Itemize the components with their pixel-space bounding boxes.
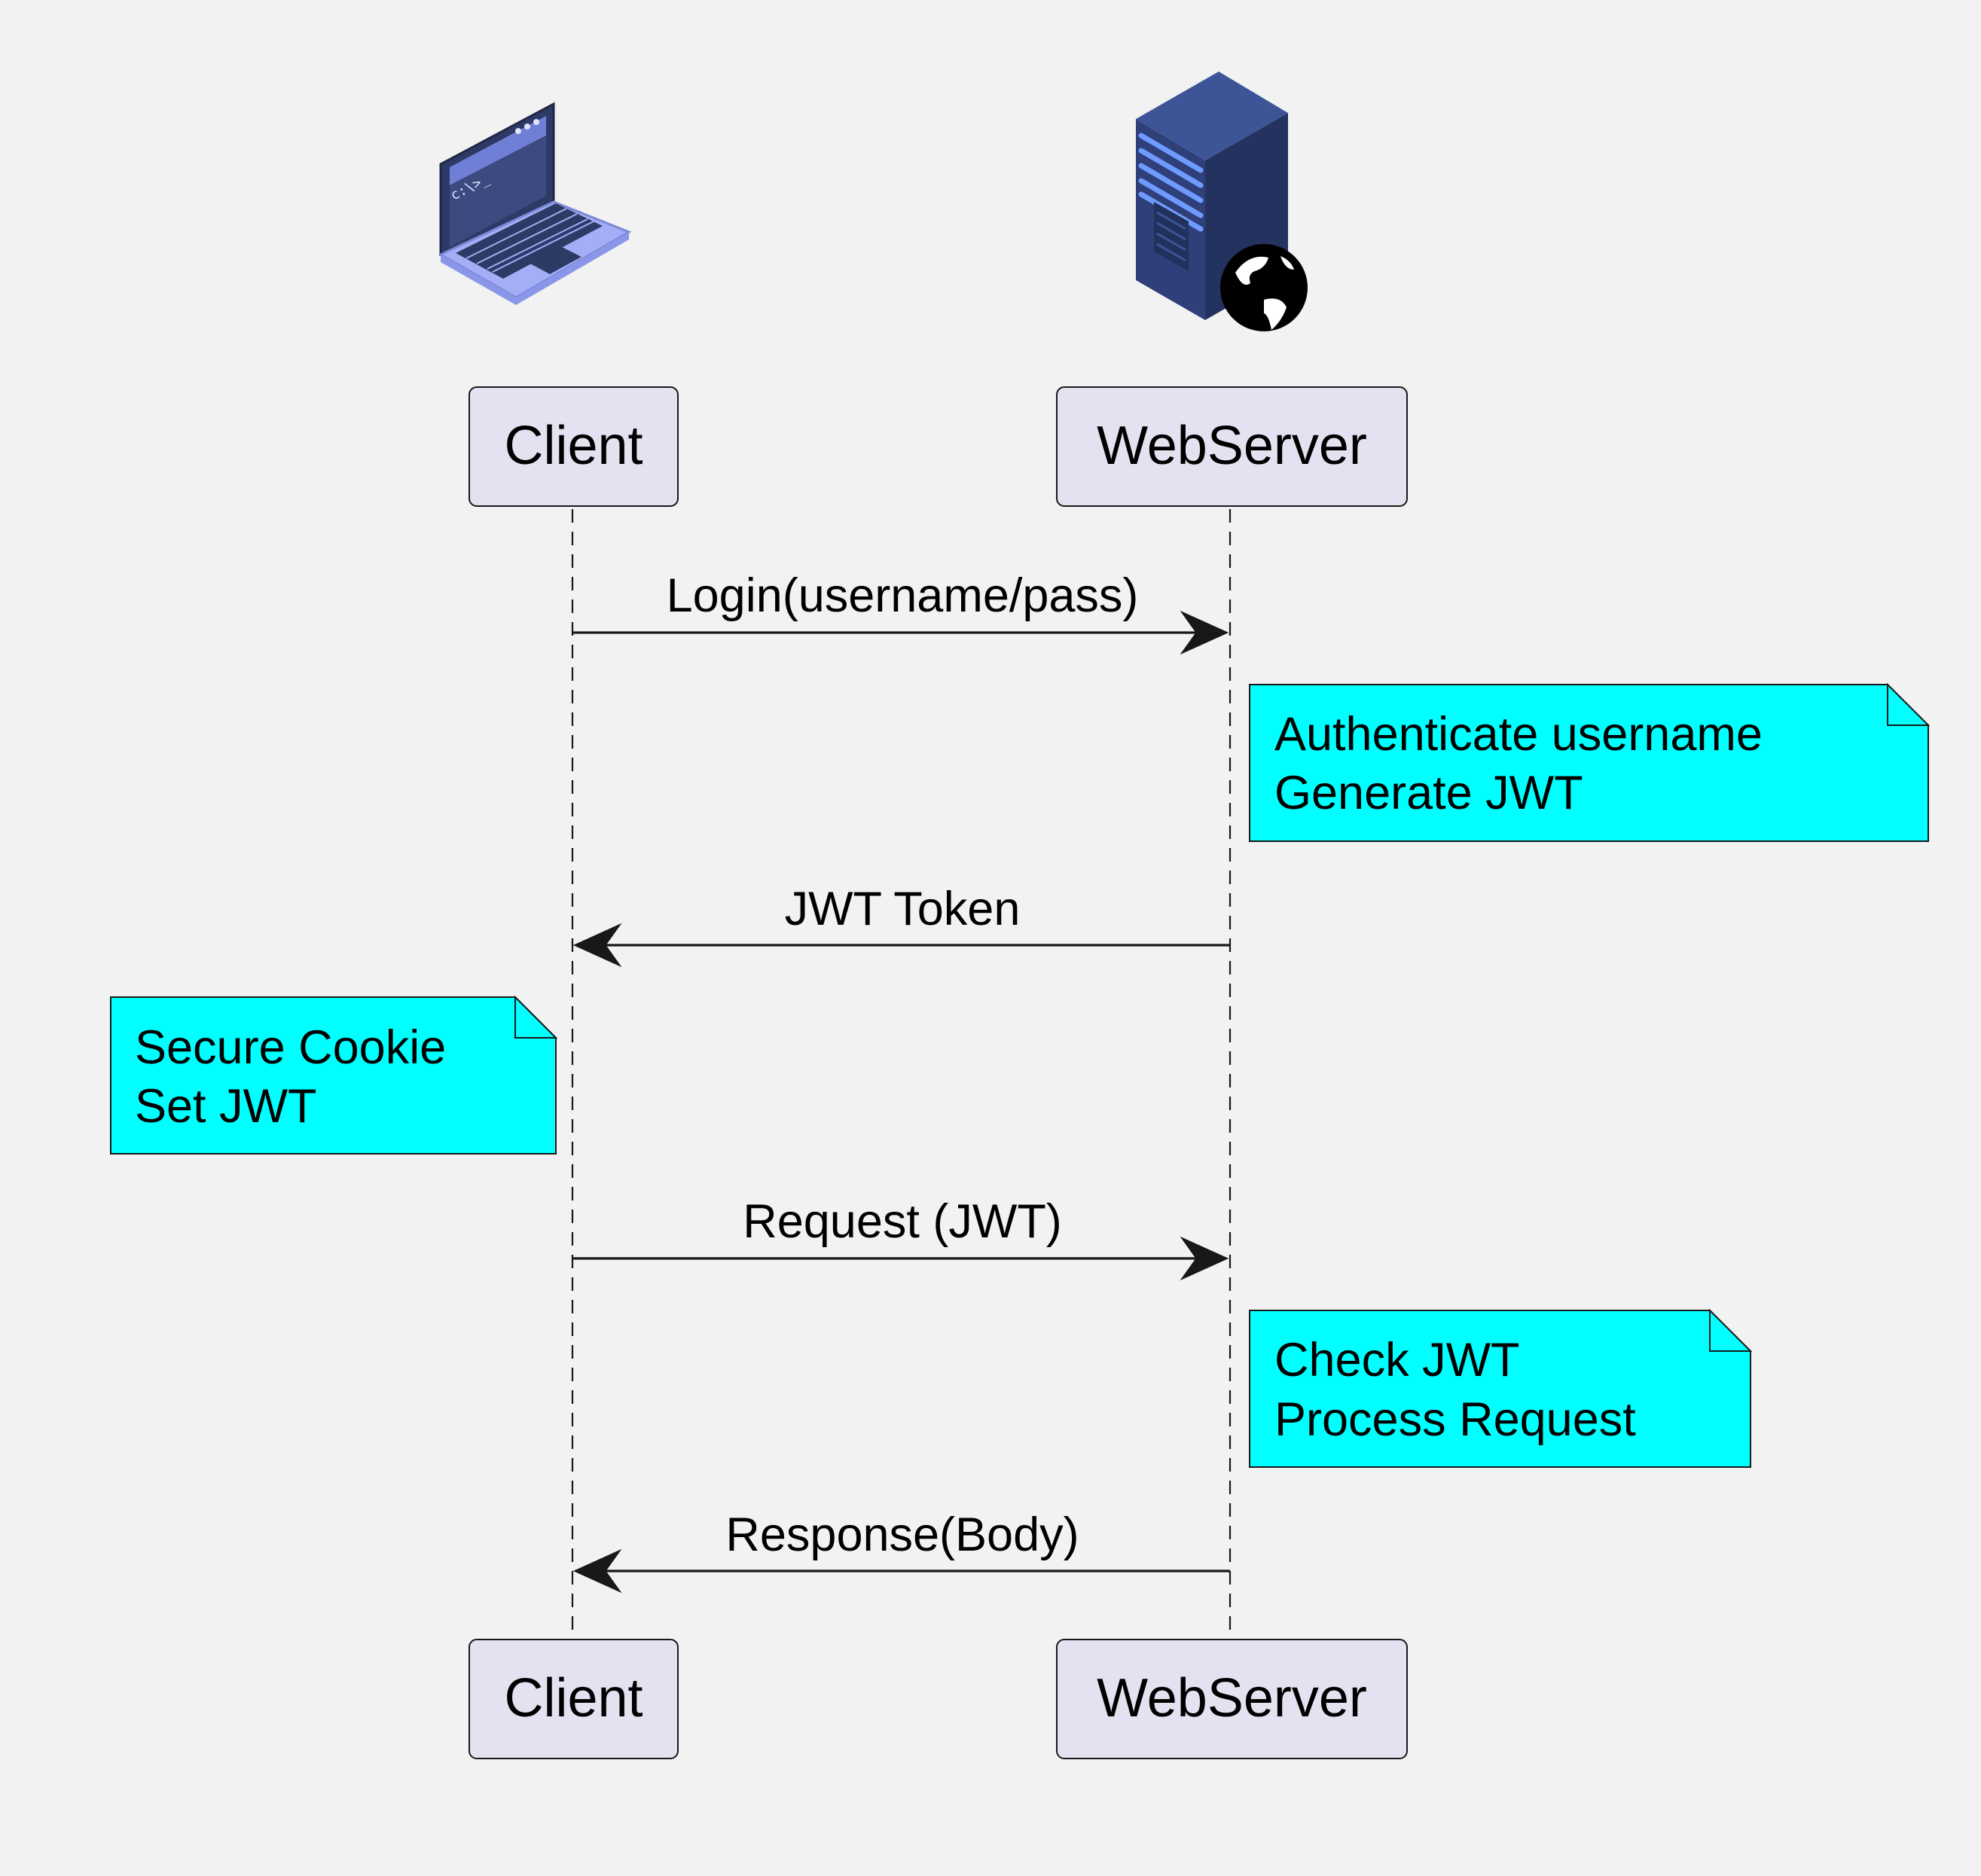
message-label: Login(username/pass): [667, 569, 1139, 622]
note-line: Generate JWT: [1274, 767, 1583, 819]
participant-client-bottom[interactable]: Client: [469, 1639, 679, 1759]
arrow-head-right: [1180, 1236, 1229, 1281]
note-line: Secure Cookie: [135, 1021, 446, 1074]
message-label: JWT Token: [785, 883, 1021, 935]
participant-label: WebServer: [1097, 1668, 1367, 1728]
note-line: Set JWT: [135, 1080, 317, 1133]
note-check-jwt: Check JWT Process Request: [1249, 1308, 1753, 1468]
laptop-icon: c:\>_: [438, 102, 632, 305]
web-server-icon: [1136, 72, 1308, 331]
participant-webserver-bottom[interactable]: WebServer: [1056, 1639, 1408, 1759]
note-line: Check JWT: [1274, 1334, 1520, 1386]
note-authenticate: Authenticate username Generate JWT: [1249, 682, 1931, 842]
participant-label: WebServer: [1097, 416, 1367, 476]
message-jwt-token[interactable]: JWT Token: [572, 883, 1230, 968]
participant-label: Client: [504, 1668, 643, 1728]
message-label: Request (JWT): [743, 1195, 1062, 1248]
message-label: Response(Body): [725, 1508, 1079, 1561]
participant-client-top[interactable]: Client: [469, 386, 679, 507]
note-secure-cookie: Secure Cookie Set JWT: [110, 995, 558, 1155]
note-line: Authenticate username: [1274, 708, 1763, 761]
note-line: Process Request: [1274, 1393, 1636, 1446]
arrow-head-right: [1180, 610, 1229, 655]
participant-label: Client: [504, 416, 643, 476]
message-request[interactable]: Request (JWT): [572, 1195, 1229, 1281]
arrow-head-left: [572, 923, 622, 968]
message-login[interactable]: Login(username/pass): [572, 569, 1229, 655]
participant-webserver-top[interactable]: WebServer: [1056, 386, 1408, 507]
arrow-head-left: [572, 1548, 622, 1594]
message-response[interactable]: Response(Body): [572, 1508, 1230, 1594]
